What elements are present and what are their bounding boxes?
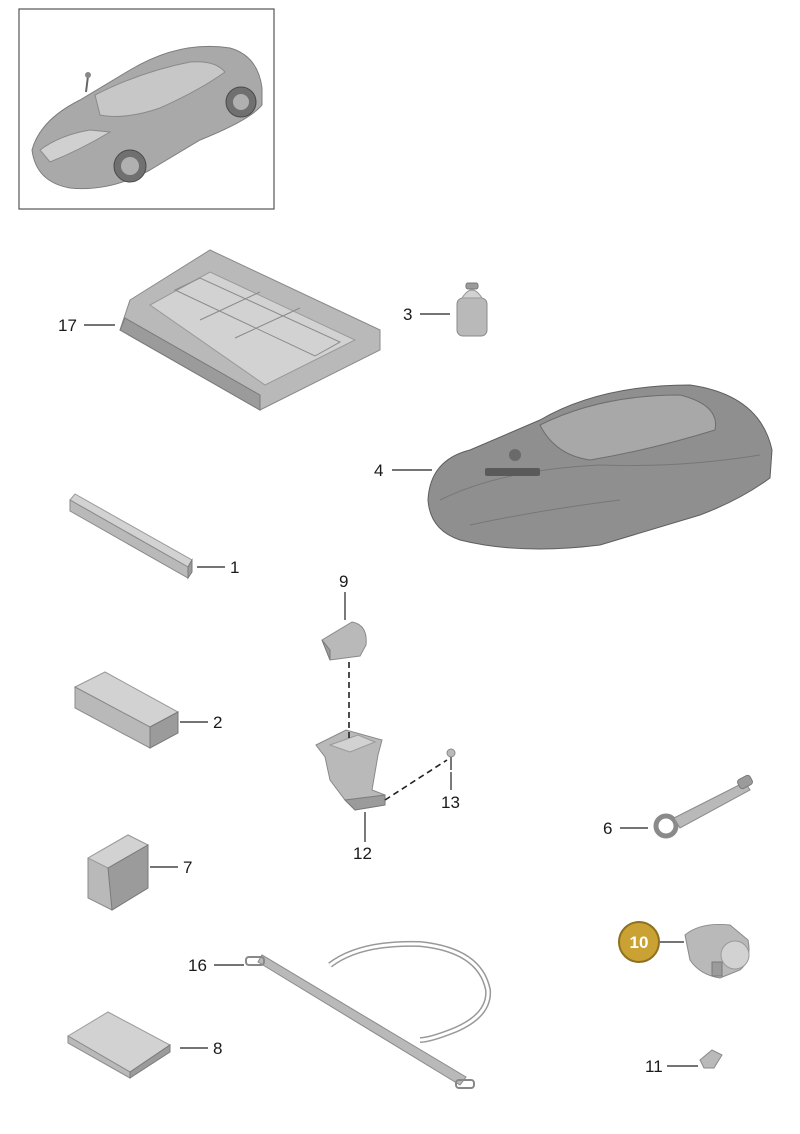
callout-10-highlight[interactable]: 10 (618, 921, 660, 963)
part-16-strap (245, 940, 492, 1089)
callout-4[interactable]: 4 (374, 461, 383, 480)
vehicle-overview-panel (18, 8, 275, 210)
callout-9[interactable]: 9 (339, 572, 348, 591)
callout-6[interactable]: 6 (603, 819, 612, 838)
assembly-line-12-13 (384, 759, 448, 801)
highlight-badge (618, 921, 660, 963)
callout-10[interactable]: 10 (630, 933, 649, 952)
callout-1[interactable]: 1 (230, 558, 239, 577)
part-8-pad (67, 1011, 171, 1079)
tow-hook-icon (653, 774, 753, 839)
callout-8[interactable]: 8 (213, 1039, 222, 1058)
callout-11[interactable]: 11 (645, 1057, 663, 1076)
callout-7[interactable]: 7 (183, 858, 192, 877)
part-7-box (86, 834, 150, 911)
part-11-clip (699, 1049, 723, 1069)
part-17-tray (119, 249, 381, 411)
part-13-screw (446, 748, 456, 770)
part-12-holder (315, 729, 386, 811)
part-10-lock (684, 924, 750, 979)
callout-17[interactable]: 17 (58, 316, 77, 335)
callout-3[interactable]: 3 (403, 305, 412, 324)
part-1-bar (69, 493, 193, 580)
car-cover-icon (427, 384, 773, 550)
part-3-bottle (456, 282, 488, 337)
callout-2[interactable]: 2 (213, 713, 222, 732)
part-9-cap (321, 621, 367, 661)
vehicle-overview-icon (31, 45, 263, 190)
callout-13[interactable]: 13 (441, 793, 460, 812)
part-2-block (73, 671, 180, 749)
callout-16[interactable]: 16 (188, 956, 207, 975)
callout-12[interactable]: 12 (353, 844, 372, 863)
